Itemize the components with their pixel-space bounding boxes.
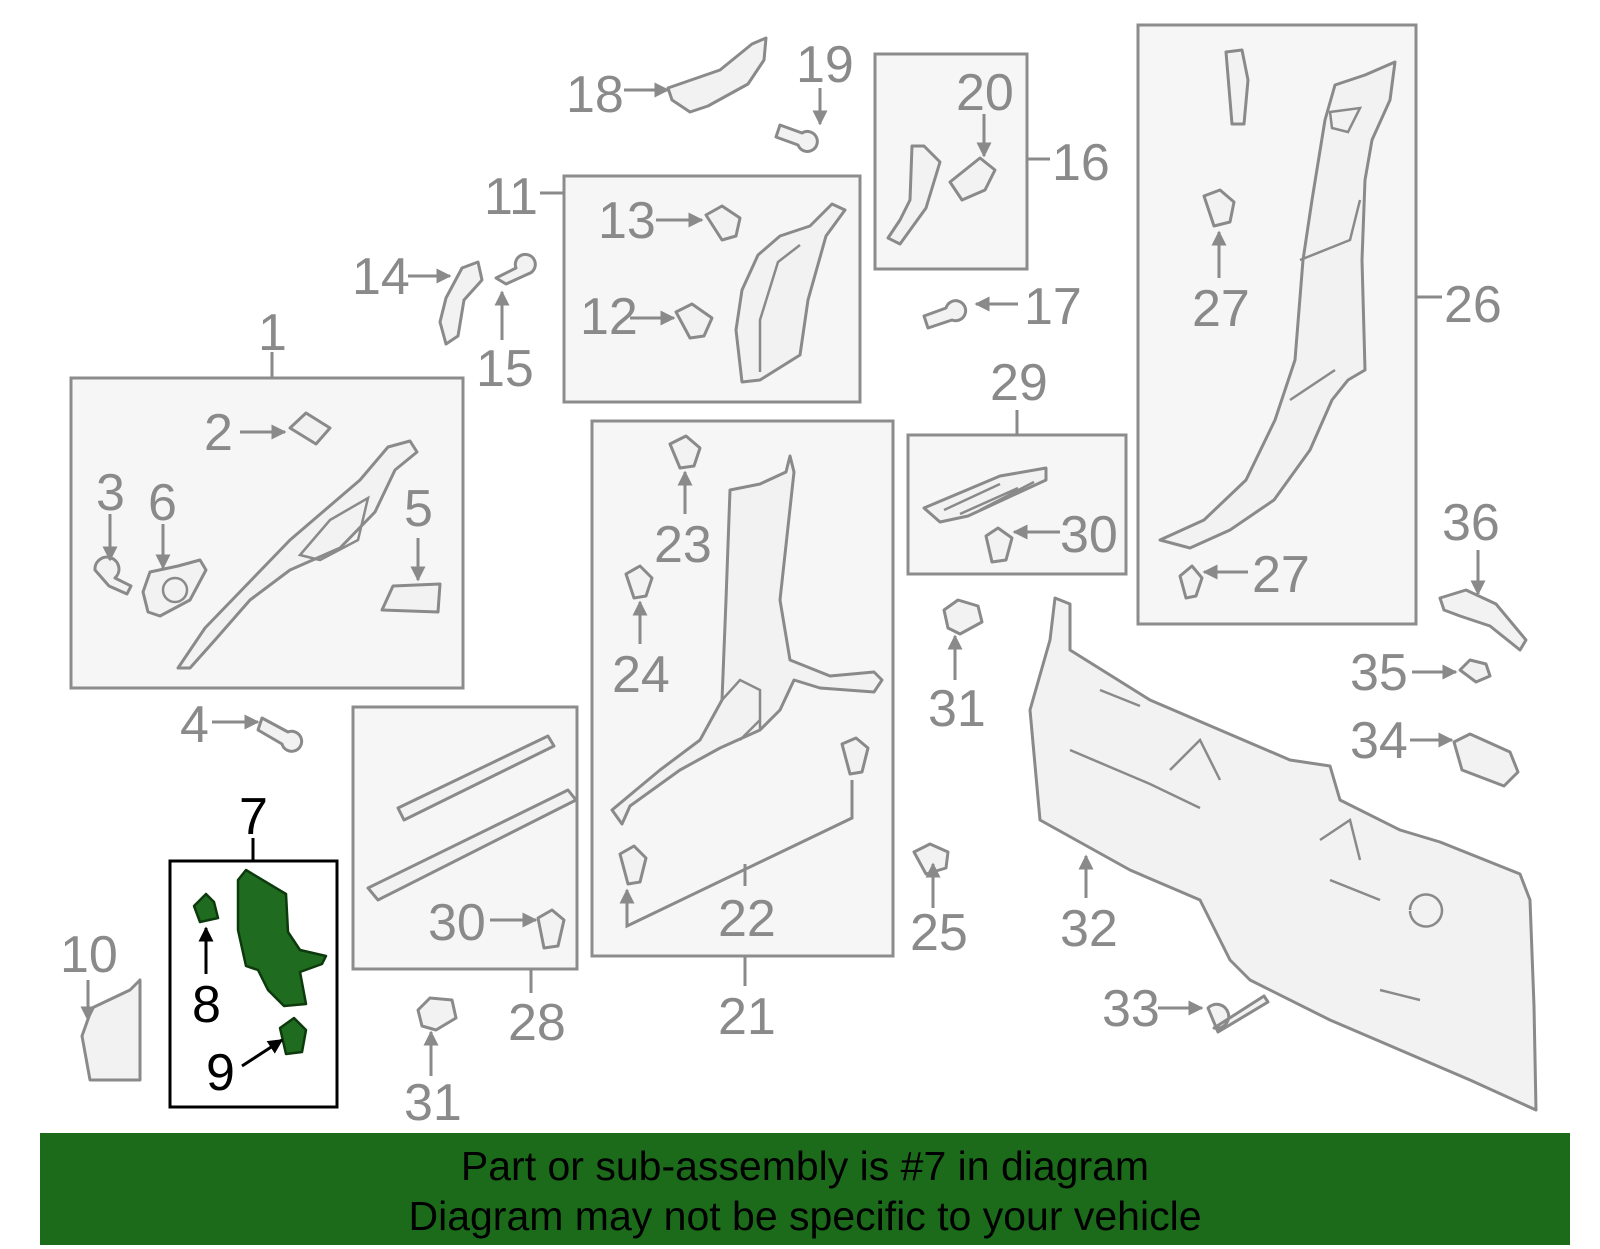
callout-14: 14 [352,248,410,306]
part-20-clip [948,156,997,202]
callout-1: 1 [258,304,287,362]
part-16-bracket [886,144,942,246]
callout-22: 22 [718,890,776,948]
part-26-trim [1158,60,1397,550]
part-9-clip[interactable] [278,1016,308,1056]
part-25-clip [912,842,950,876]
callout-8: 8 [192,976,221,1034]
part-32-detail [1069,688,1444,1002]
callout-36: 36 [1442,494,1500,552]
part-19-bolt [774,123,819,153]
part-15-bolt [494,252,537,286]
part-11-trim [734,202,847,384]
part-11-detail [758,244,801,372]
callout-30a: 30 [1060,506,1118,564]
part-32-back-panel [1028,596,1538,1112]
part-10-panel [80,978,142,1082]
part-17-bolt [922,299,968,330]
callout-29: 29 [990,354,1048,412]
callout-10: 10 [60,926,118,984]
part-14-bracket [438,260,484,346]
part-31-clip-a [942,598,984,636]
callout-23: 23 [654,516,712,574]
callout-12: 12 [580,288,638,346]
banner-line-1: Part or sub-assembly is #7 in diagram [460,1143,1150,1189]
part-5-cover [380,582,442,614]
callout-34: 34 [1350,712,1408,770]
callout-13: 13 [598,192,656,250]
callout-31a: 31 [928,680,986,738]
part-4-screw [256,716,304,753]
part-33-pin [1206,994,1270,1034]
callout-6: 6 [148,474,177,532]
callout-26: 26 [1444,276,1502,334]
callout-27b: 27 [1252,546,1310,604]
arrow-9 [241,1038,284,1068]
callout-11: 11 [484,168,538,226]
callout-30b: 30 [428,894,486,952]
part-26-window [1328,106,1363,134]
part-26-top-clip [1224,48,1250,126]
callout-4: 4 [180,696,209,754]
part-1-a-pillar-trim [176,439,419,670]
callout-19: 19 [796,36,854,94]
part-1-detail [297,495,370,562]
part-18-bracket [666,36,768,114]
part-6-speaker [141,558,208,618]
part-31-clip-b [416,996,458,1032]
part-26-detail [1289,199,1362,402]
part-27-clip-top [1202,188,1236,228]
part-27-clip-bottom [1178,564,1204,600]
callout-2: 2 [204,404,233,462]
part-22-bracket-line [619,780,854,929]
part-28-scuff-plate [366,788,578,902]
callout-16: 16 [1052,134,1110,192]
part-23-clip [668,434,702,470]
part-24-clip [624,564,654,600]
part-28-scuff-top [396,734,556,822]
callout-33: 33 [1102,980,1160,1038]
callout-28: 28 [508,994,566,1052]
part-6-speaker-cone [161,576,189,604]
callout-21: 21 [718,988,776,1046]
part-34-bumper [1452,732,1520,788]
callout-24: 24 [612,646,670,704]
callout-27a: 27 [1192,280,1250,338]
part-22-clip-b [618,844,648,886]
callout-15: 15 [476,340,534,398]
callout-18: 18 [566,66,624,124]
callout-20: 20 [956,64,1014,122]
part-8-clip[interactable] [192,892,220,924]
part-21-b-pillar [610,454,884,826]
callout-17: 17 [1024,278,1082,336]
part-29-sill-cover [922,466,1048,524]
part-2-clip [288,411,332,446]
callout-25: 25 [910,904,968,962]
callout-9: 9 [206,1044,235,1102]
callout-5: 5 [404,480,433,538]
part-30-clip-b [536,908,566,950]
callout-32: 32 [1060,900,1118,958]
group-box-1 [69,376,465,690]
part-35-nut [1458,658,1492,684]
info-banner: Part or sub-assembly is #7 in diagram Di… [40,1133,1570,1245]
part-29-detail [943,480,1035,516]
part-21-detail [721,678,762,741]
part-13-clip [704,204,742,242]
part-12-clip [674,302,714,340]
callout-3: 3 [96,464,125,522]
part-36-bracket [1438,588,1528,652]
part-22-clip-a [840,736,870,776]
callout-35: 35 [1350,644,1408,702]
part-7-trim[interactable] [236,868,328,1008]
callout-7: 7 [239,788,268,846]
part-30-clip-a [984,526,1014,564]
banner-line-2: Diagram may not be specific to your vehi… [408,1193,1202,1239]
callout-31b: 31 [404,1074,462,1132]
